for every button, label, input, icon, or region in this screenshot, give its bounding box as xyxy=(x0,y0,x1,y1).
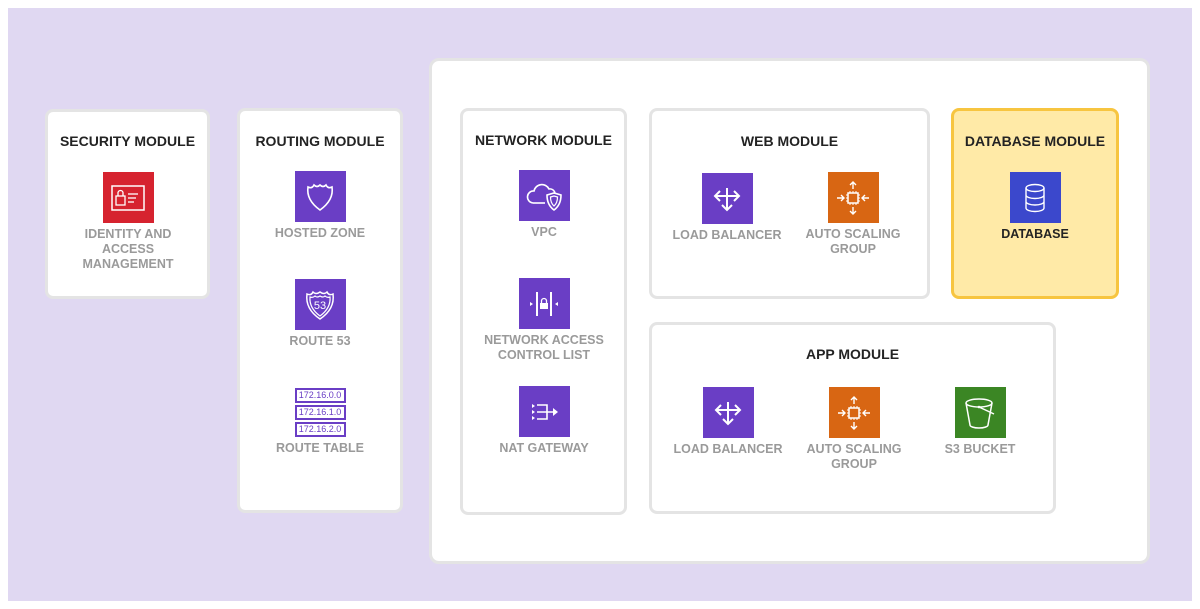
auto-scaling-item: AUTO SCALING GROUP xyxy=(789,387,919,472)
s3-bucket-icon xyxy=(954,387,1006,438)
app-module: APP MODULE LOAD BALANCER AUTO SCALING GR… xyxy=(649,322,1056,514)
auto-scaling-icon xyxy=(828,387,880,438)
item-label: NETWORK ACCESS CONTROL LIST xyxy=(484,333,604,362)
module-title: NETWORK MODULE xyxy=(475,132,612,148)
module-title: SECURITY MODULE xyxy=(59,133,196,149)
item-label: IDENTITY AND ACCESS MANAGEMENT xyxy=(82,227,174,271)
nacl-icon xyxy=(518,278,570,329)
route-entry: 172.16.0.0 xyxy=(294,388,346,403)
module-title: WEB MODULE xyxy=(740,133,839,149)
iam-item: IDENTITY AND ACCESS MANAGEMENT xyxy=(63,172,193,272)
module-title: DATABASE MODULE xyxy=(964,133,1106,149)
web-module: WEB MODULE LOAD BALANCER AUTO SCALING GR… xyxy=(649,108,930,299)
route-table-icon: 172.16.0.0 172.16.1.0 172.16.2.0 xyxy=(294,388,346,437)
route-entry: 172.16.1.0 xyxy=(294,405,346,420)
item-label: LOAD BALANCER xyxy=(673,442,783,456)
security-module: SECURITY MODULE IDENTITY AND ACCESS MANA… xyxy=(45,109,210,299)
module-title: APP MODULE xyxy=(805,346,900,362)
item-label: LOAD BALANCER xyxy=(672,228,782,242)
route-entry: 172.16.2.0 xyxy=(294,422,346,437)
item-label: ROUTE TABLE xyxy=(276,441,364,455)
network-module: NETWORK MODULE VPC NETWORK ACCESS CONTRO… xyxy=(460,108,627,515)
vpc-icon xyxy=(518,170,570,221)
s3-bucket-item: S3 BUCKET xyxy=(915,387,1045,457)
item-label: AUTO SCALING GROUP xyxy=(805,227,901,256)
route-table-item: 172.16.0.0 172.16.1.0 172.16.2.0 ROUTE T… xyxy=(255,388,385,456)
route53-item: 53 ROUTE 53 xyxy=(255,279,385,349)
load-balancer-icon xyxy=(702,387,754,438)
module-title: ROUTING MODULE xyxy=(255,133,385,149)
shield-icon xyxy=(294,171,346,222)
nat-gateway-icon xyxy=(518,386,570,437)
item-label: HOSTED ZONE xyxy=(274,226,366,240)
route53-icon: 53 xyxy=(294,279,346,330)
routing-module: ROUTING MODULE HOSTED ZONE 53 ROUTE 53 1… xyxy=(237,108,403,513)
item-label: VPC xyxy=(531,225,557,239)
database-item: DATABASE xyxy=(970,172,1100,242)
svg-text:53: 53 xyxy=(314,300,326,312)
vpc-item: VPC xyxy=(479,170,609,240)
auto-scaling-icon xyxy=(827,172,879,223)
item-label: ROUTE 53 xyxy=(289,334,351,348)
auto-scaling-item: AUTO SCALING GROUP xyxy=(788,172,918,257)
item-label: AUTO SCALING GROUP xyxy=(806,442,902,471)
nacl-item: NETWORK ACCESS CONTROL LIST xyxy=(479,278,609,363)
database-module[interactable]: DATABASE MODULE DATABASE xyxy=(951,108,1119,299)
hosted-zone-item: HOSTED ZONE xyxy=(255,171,385,241)
item-label: S3 BUCKET xyxy=(944,442,1016,456)
load-balancer-icon xyxy=(701,173,753,224)
database-icon xyxy=(1009,172,1061,223)
load-balancer-item: LOAD BALANCER xyxy=(662,173,792,243)
item-label: NAT GATEWAY xyxy=(499,441,589,455)
iam-icon xyxy=(102,172,154,223)
nat-gateway-item: NAT GATEWAY xyxy=(479,386,609,456)
load-balancer-item: LOAD BALANCER xyxy=(663,387,793,457)
item-label: DATABASE xyxy=(1001,227,1069,241)
